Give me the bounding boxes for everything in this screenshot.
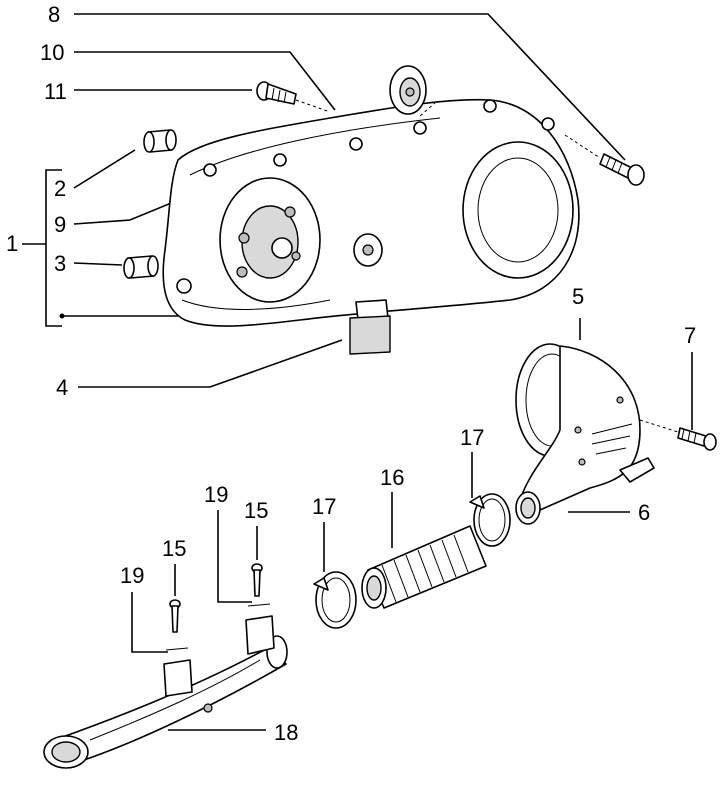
callout-17-lower: 17 <box>312 494 336 519</box>
bellows-hose <box>361 525 487 609</box>
air-intake-housing <box>515 343 655 525</box>
callout-19-lower: 19 <box>120 563 144 588</box>
bushing-2 <box>143 129 177 153</box>
callout-2: 2 <box>54 176 66 201</box>
callout-9: 9 <box>54 212 66 237</box>
transmission-cover <box>162 98 601 327</box>
callout-10: 10 <box>40 40 64 65</box>
bracket-19-upper <box>245 603 275 655</box>
callout-4: 4 <box>56 375 68 400</box>
hose-clamp-lower <box>313 571 357 629</box>
screw-7 <box>639 419 717 451</box>
hose-clamp-upper <box>469 493 511 547</box>
callout-15-right: 15 <box>244 498 268 523</box>
callout-5: 5 <box>572 284 584 309</box>
callout-19-upper: 19 <box>204 482 228 507</box>
plug-4 <box>349 299 391 355</box>
bracket-19-lower <box>163 647 193 697</box>
leader-lines <box>22 13 693 731</box>
callout-15-left: 15 <box>162 536 186 561</box>
bolt-8 <box>599 153 645 186</box>
callout-1: 1 <box>6 231 18 256</box>
callout-3: 3 <box>54 251 66 276</box>
callout-8: 8 <box>48 2 60 27</box>
callout-7: 7 <box>684 323 696 348</box>
callout-16: 16 <box>380 465 404 490</box>
screw-11 <box>256 81 331 113</box>
screw-15-right <box>251 563 263 597</box>
bushing-3 <box>123 255 159 279</box>
roller-wheel <box>389 65 427 115</box>
callout-6: 6 <box>638 500 650 525</box>
callout-17-upper: 17 <box>460 425 484 450</box>
screw-15-left <box>169 599 181 633</box>
callout-18: 18 <box>274 720 298 745</box>
intake-duct-18 <box>43 635 288 769</box>
callout-11: 11 <box>44 79 67 104</box>
